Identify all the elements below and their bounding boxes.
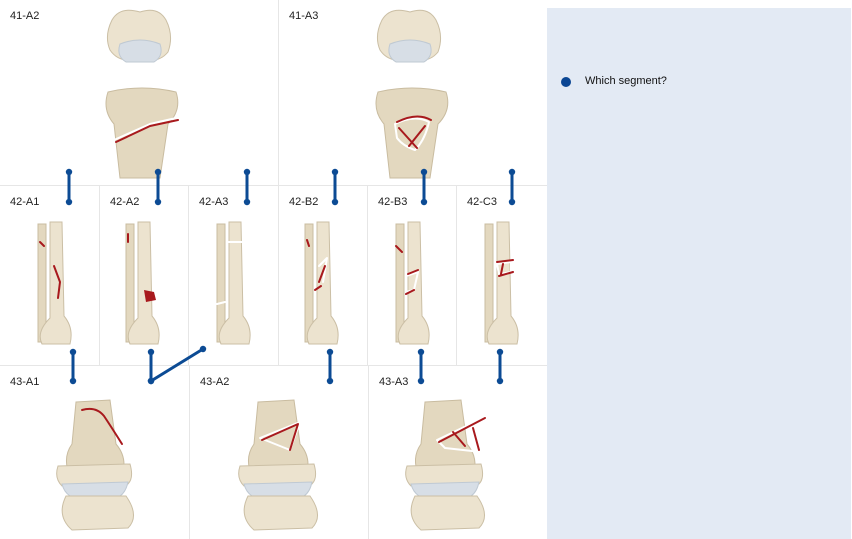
classification-card-42-b2[interactable]: 42-B2	[279, 186, 368, 366]
classification-code: 41-A3	[289, 10, 318, 22]
classification-code: 43-A1	[10, 376, 39, 388]
distal-tibia-illustration	[190, 366, 369, 539]
tibial-shaft-illustration	[457, 186, 547, 366]
classification-card-41-a3[interactable]: 41-A3	[279, 0, 547, 186]
classification-card-43-a2[interactable]: 43-A2	[190, 366, 369, 539]
fracture-classification-diagram: 41-A2 41-A3 42-A1 42-A2	[0, 0, 547, 539]
classification-card-41-a2[interactable]: 41-A2	[0, 0, 279, 186]
classification-code: 42-A1	[10, 196, 39, 208]
question-text: Which segment?	[585, 75, 667, 87]
classification-code: 42-A3	[199, 196, 228, 208]
classification-code: 42-C3	[467, 196, 497, 208]
classification-card-43-a3[interactable]: 43-A3	[369, 366, 547, 539]
classification-card-43-a1[interactable]: 43-A1	[0, 366, 190, 539]
tibial-shaft-illustration	[368, 186, 457, 366]
distal-tibia-illustration	[0, 366, 190, 539]
side-panel: Which segment?	[547, 8, 851, 539]
tibial-shaft-illustration	[189, 186, 279, 366]
classification-code: 43-A2	[200, 376, 229, 388]
classification-card-42-b3[interactable]: 42-B3	[368, 186, 457, 366]
classification-code: 43-A3	[379, 376, 408, 388]
classification-card-42-a3[interactable]: 42-A3	[189, 186, 279, 366]
classification-code: 42-A2	[110, 196, 139, 208]
classification-code: 41-A2	[10, 10, 39, 22]
tibial-shaft-illustration	[279, 186, 368, 366]
question-bullet-icon	[561, 77, 571, 87]
classification-card-42-a1[interactable]: 42-A1	[0, 186, 100, 366]
classification-card-42-c3[interactable]: 42-C3	[457, 186, 547, 366]
classification-code: 42-B3	[378, 196, 407, 208]
proximal-tibia-illustration	[0, 0, 279, 186]
proximal-tibia-illustration	[279, 0, 547, 186]
tibial-shaft-illustration	[0, 186, 100, 366]
classification-card-42-a2[interactable]: 42-A2	[100, 186, 189, 366]
classification-code: 42-B2	[289, 196, 318, 208]
distal-tibia-illustration	[369, 366, 547, 539]
tibial-shaft-illustration	[100, 186, 189, 366]
